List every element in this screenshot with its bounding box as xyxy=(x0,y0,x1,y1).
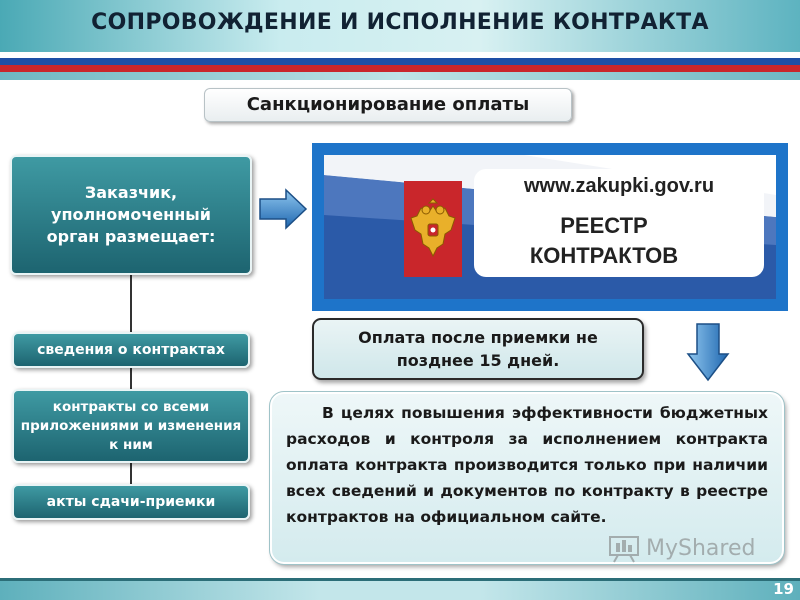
watermark-text: MyShared xyxy=(646,536,756,561)
registry-inner: www.zakupki.gov.ru РЕЕСТР КОНТРАКТОВ xyxy=(324,155,776,299)
registry-title-line2: КОНТРАКТОВ xyxy=(529,243,679,268)
coat-of-arms-icon xyxy=(404,181,462,277)
info-box: В целях повышения эффективности бюджетны… xyxy=(269,391,785,565)
header-bottom-band xyxy=(0,72,800,80)
page-title: СОПРОВОЖДЕНИЕ И ИСПОЛНЕНИЕ КОНТРАКТА xyxy=(91,10,709,35)
list-item-contracts-attachments: контракты со всеми приложениями и измене… xyxy=(12,389,250,463)
flag-stripe-red xyxy=(0,65,800,72)
flag-stripe-blue xyxy=(0,58,800,65)
section-title: Санкционирование оплаты xyxy=(204,88,572,122)
connector-line xyxy=(130,275,132,485)
list-item-label: контракты со всеми приложениями и измене… xyxy=(20,398,242,453)
list-item-contract-info: сведения о контрактах xyxy=(12,332,250,368)
registry-title-line1: РЕЕСТР xyxy=(560,213,648,238)
payment-note: Оплата после приемки не позднее 15 дней. xyxy=(312,318,644,380)
payment-note-text: Оплата после приемки не позднее 15 дней. xyxy=(358,328,598,370)
site-url: www.zakupki.gov.ru xyxy=(524,175,715,197)
presentation-board-icon xyxy=(609,536,639,563)
customer-text: Заказчик, уполномоченный орган размещает… xyxy=(46,183,216,246)
watermark: MyShared xyxy=(608,533,766,565)
arrow-down-icon xyxy=(686,323,730,382)
list-item-label: сведения о контрактах xyxy=(37,342,225,358)
footer-bar xyxy=(0,578,800,600)
list-item-label: акты сдачи-приемки xyxy=(46,494,216,510)
registry-title: РЕЕСТР КОНТРАКТОВ xyxy=(514,211,694,271)
info-text: В целях повышения эффективности бюджетны… xyxy=(286,404,768,526)
customer-box: Заказчик, уполномоченный орган размещает… xyxy=(10,155,252,275)
registry-banner: www.zakupki.gov.ru РЕЕСТР КОНТРАКТОВ xyxy=(312,143,788,311)
page-number: 19 xyxy=(773,580,794,598)
list-item-acceptance-acts: акты сдачи-приемки xyxy=(12,484,250,520)
footer-line xyxy=(0,578,800,581)
registry-label: www.zakupki.gov.ru РЕЕСТР КОНТРАКТОВ xyxy=(474,169,764,277)
flag-stripe-white xyxy=(0,52,800,58)
arrow-right-icon xyxy=(259,188,308,230)
